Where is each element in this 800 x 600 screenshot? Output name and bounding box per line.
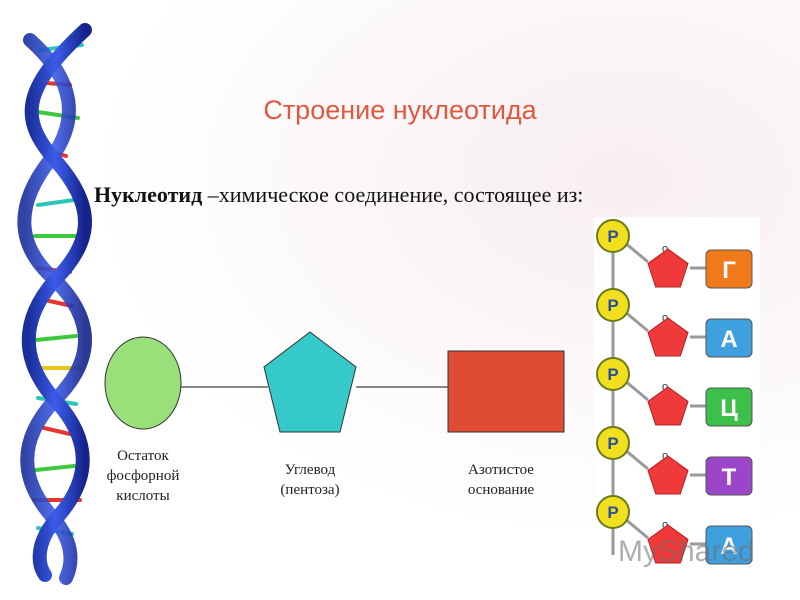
chain-base-tile xyxy=(705,249,753,289)
chain-link xyxy=(623,447,649,471)
chain-sugar-mark: o xyxy=(662,243,668,255)
phosphate-ellipse xyxy=(104,336,182,430)
chain-phosphate xyxy=(596,288,630,322)
chain-base-tile xyxy=(705,387,753,427)
chain-sugar-mark: o xyxy=(662,381,668,393)
chain-phosphate-label: P xyxy=(607,227,618,246)
chain-phosphate xyxy=(596,426,630,460)
phosphate-label-line: кислоты xyxy=(116,488,170,504)
phosphate-label: Остаток фосфорной кислоты xyxy=(88,446,198,506)
phosphate-label-line: Остаток xyxy=(117,448,169,464)
chain-phosphate-label: P xyxy=(607,503,618,522)
chain-base-letter: Т xyxy=(722,464,737,491)
sugar-label-line: Углевод xyxy=(284,462,336,478)
base-label-line: основание xyxy=(467,482,535,498)
phosphate-label-line: фосфорной xyxy=(106,468,180,484)
sugar-pentagon xyxy=(263,331,357,433)
chain-phosphate-label: P xyxy=(607,296,618,315)
chain-base-tile xyxy=(705,525,753,565)
definition-term: Нуклеотид xyxy=(94,182,203,207)
chain-phosphate-label: P xyxy=(607,365,618,384)
chain-base-letter: Г xyxy=(722,257,736,284)
sugar-label: Углевод (пентоза) xyxy=(255,460,365,500)
sugar-label-line: (пентоза) xyxy=(280,482,340,498)
base-label: Азотистое основание xyxy=(446,460,556,500)
chain-sugar xyxy=(647,386,689,426)
chain-sugar xyxy=(647,248,689,288)
chain-sugar xyxy=(647,524,689,564)
chain-sugar xyxy=(647,455,689,495)
helix-strand-back xyxy=(17,33,92,585)
definition-sentence: Нуклеотид –химическое соединение, состоя… xyxy=(94,182,583,208)
chain-base-letter: А xyxy=(720,326,737,353)
chain-link xyxy=(623,378,649,402)
chain-phosphate xyxy=(596,357,630,391)
chain-base-letter: Ц xyxy=(720,395,738,422)
watermark: MyShared xyxy=(618,535,755,568)
page-title: Строение нуклеотида xyxy=(0,95,800,126)
page-title-text: Строение нуклеотида xyxy=(263,95,537,125)
chain-phosphate xyxy=(596,219,630,253)
chain-sugar-mark: o xyxy=(662,312,668,324)
base-label-line: Азотистое xyxy=(468,462,534,478)
chain-link xyxy=(623,240,649,264)
chain-base-tile xyxy=(705,318,753,358)
chain-link xyxy=(623,516,649,540)
chain-sugar-mark: o xyxy=(662,519,668,531)
chain-link xyxy=(623,309,649,333)
definition-text: –химическое соединение, состоящее из: xyxy=(202,182,584,207)
chain-sugar-mark: o xyxy=(662,450,668,462)
base-rectangle xyxy=(447,350,565,433)
chain-sugar xyxy=(647,317,689,357)
chain-base-tile xyxy=(705,456,753,496)
chain-base-letter: А xyxy=(720,533,737,560)
chain-phosphate-label: P xyxy=(607,434,618,453)
chain-phosphate xyxy=(596,495,630,529)
